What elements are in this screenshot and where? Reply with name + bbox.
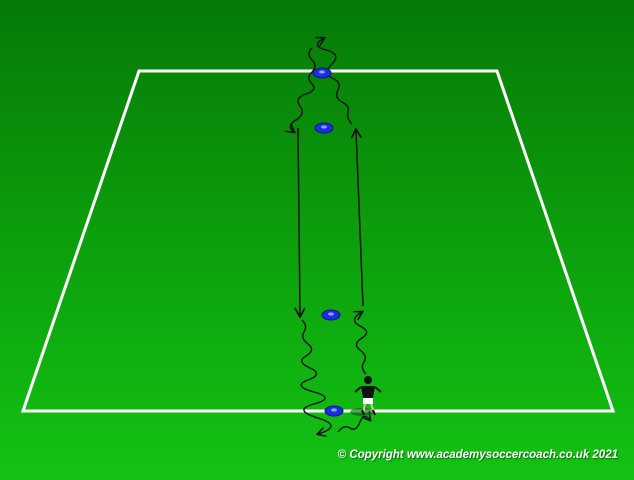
run-arrow-icon (298, 127, 300, 316)
player-icon (350, 376, 382, 416)
dribble-arrow-icon (354, 312, 368, 375)
run-arrow-icon (356, 130, 364, 307)
dribble-arrow-icon (337, 416, 370, 433)
cone-icon (314, 122, 334, 134)
cone-icon (312, 67, 332, 79)
cone-icon (321, 309, 341, 321)
cone-icon (324, 405, 344, 417)
dribble-arrow-icon (300, 319, 332, 434)
copyright-text: © Copyright www.academysoccercoach.co.uk… (337, 449, 618, 461)
dribble-arrow-icon (317, 38, 353, 125)
dribble-arrow-icon (290, 47, 316, 132)
pitch-boundary (20, 69, 616, 413)
